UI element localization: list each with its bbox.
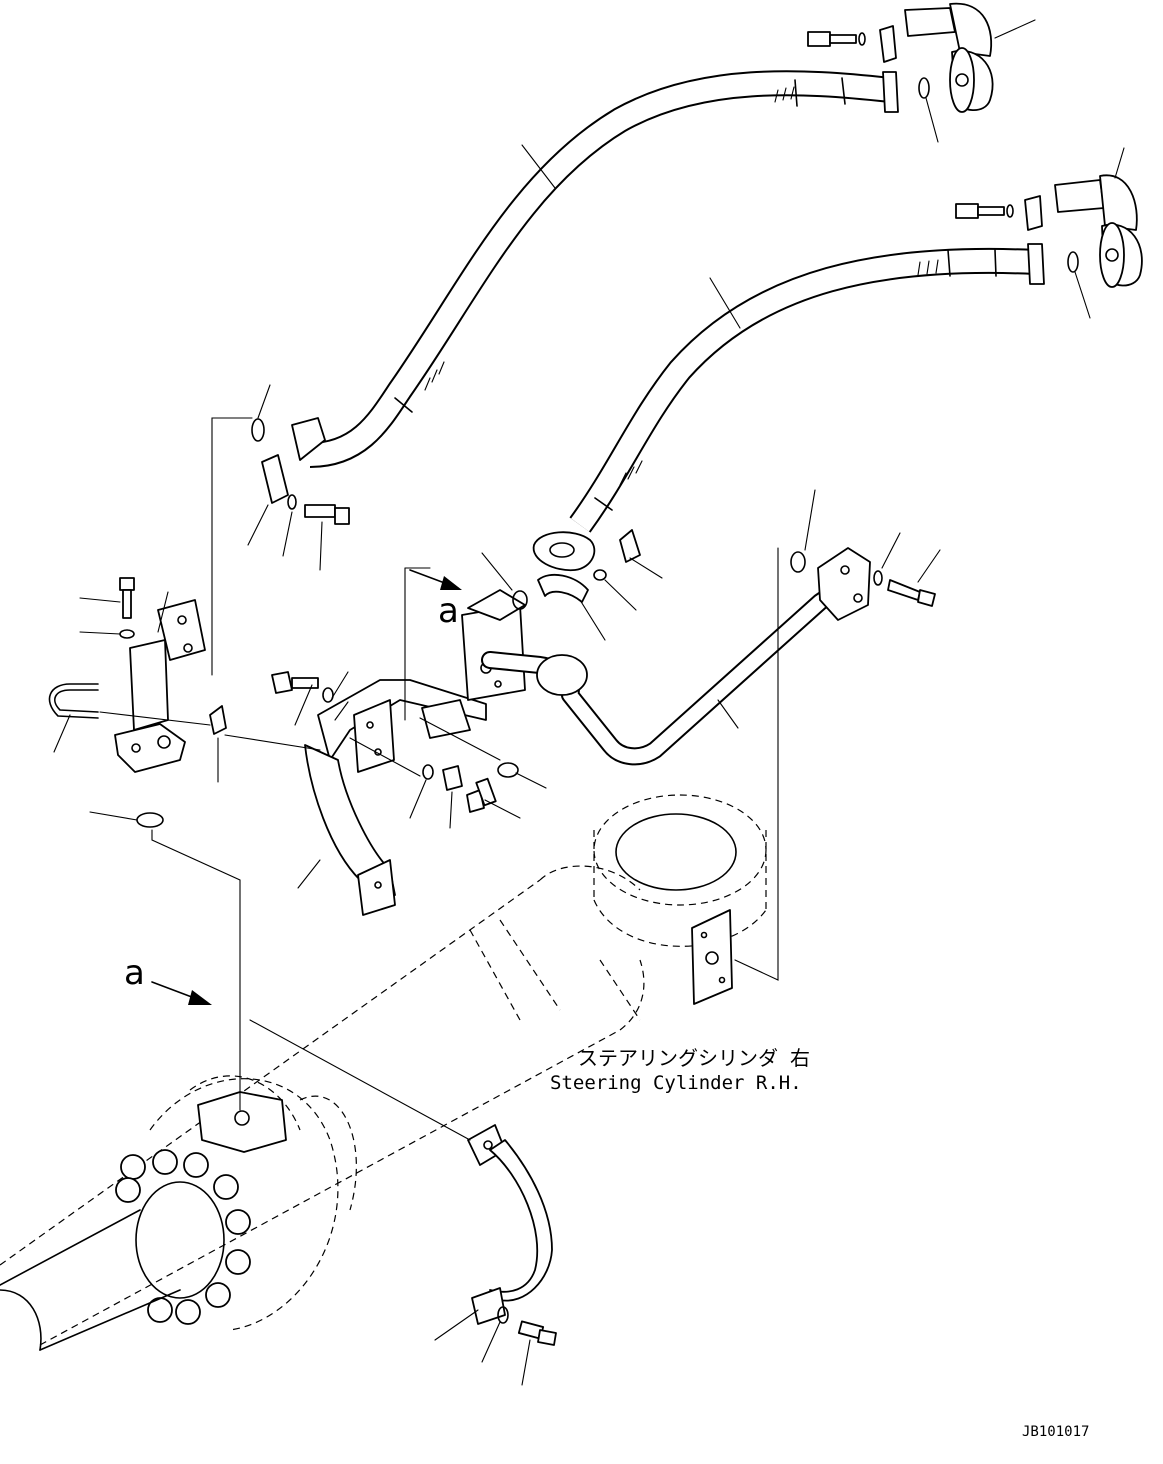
leader-lines	[53, 19, 1125, 1386]
hose-2	[532, 243, 1045, 603]
elbow-lower	[955, 174, 1143, 288]
left-elbow-block	[48, 418, 350, 828]
lower-clamp	[467, 1124, 557, 1346]
view-arrow-upper	[409, 569, 462, 590]
cylinder-label-en: Steering Cylinder R.H.	[550, 1072, 802, 1094]
elbow-upper	[807, 2, 994, 113]
view-marker-upper: a	[438, 591, 459, 631]
hose-1	[291, 70, 899, 468]
cylinder-label-jp: ステアリングシリンダ 右	[578, 1046, 810, 1070]
drawing-number: JB101017	[1022, 1424, 1089, 1440]
steel-tube	[461, 529, 936, 766]
view-marker-lower: a	[124, 953, 145, 993]
view-arrow-lower	[151, 981, 212, 1005]
bracket-assembly	[271, 671, 519, 916]
steering-cylinder	[0, 794, 767, 1351]
